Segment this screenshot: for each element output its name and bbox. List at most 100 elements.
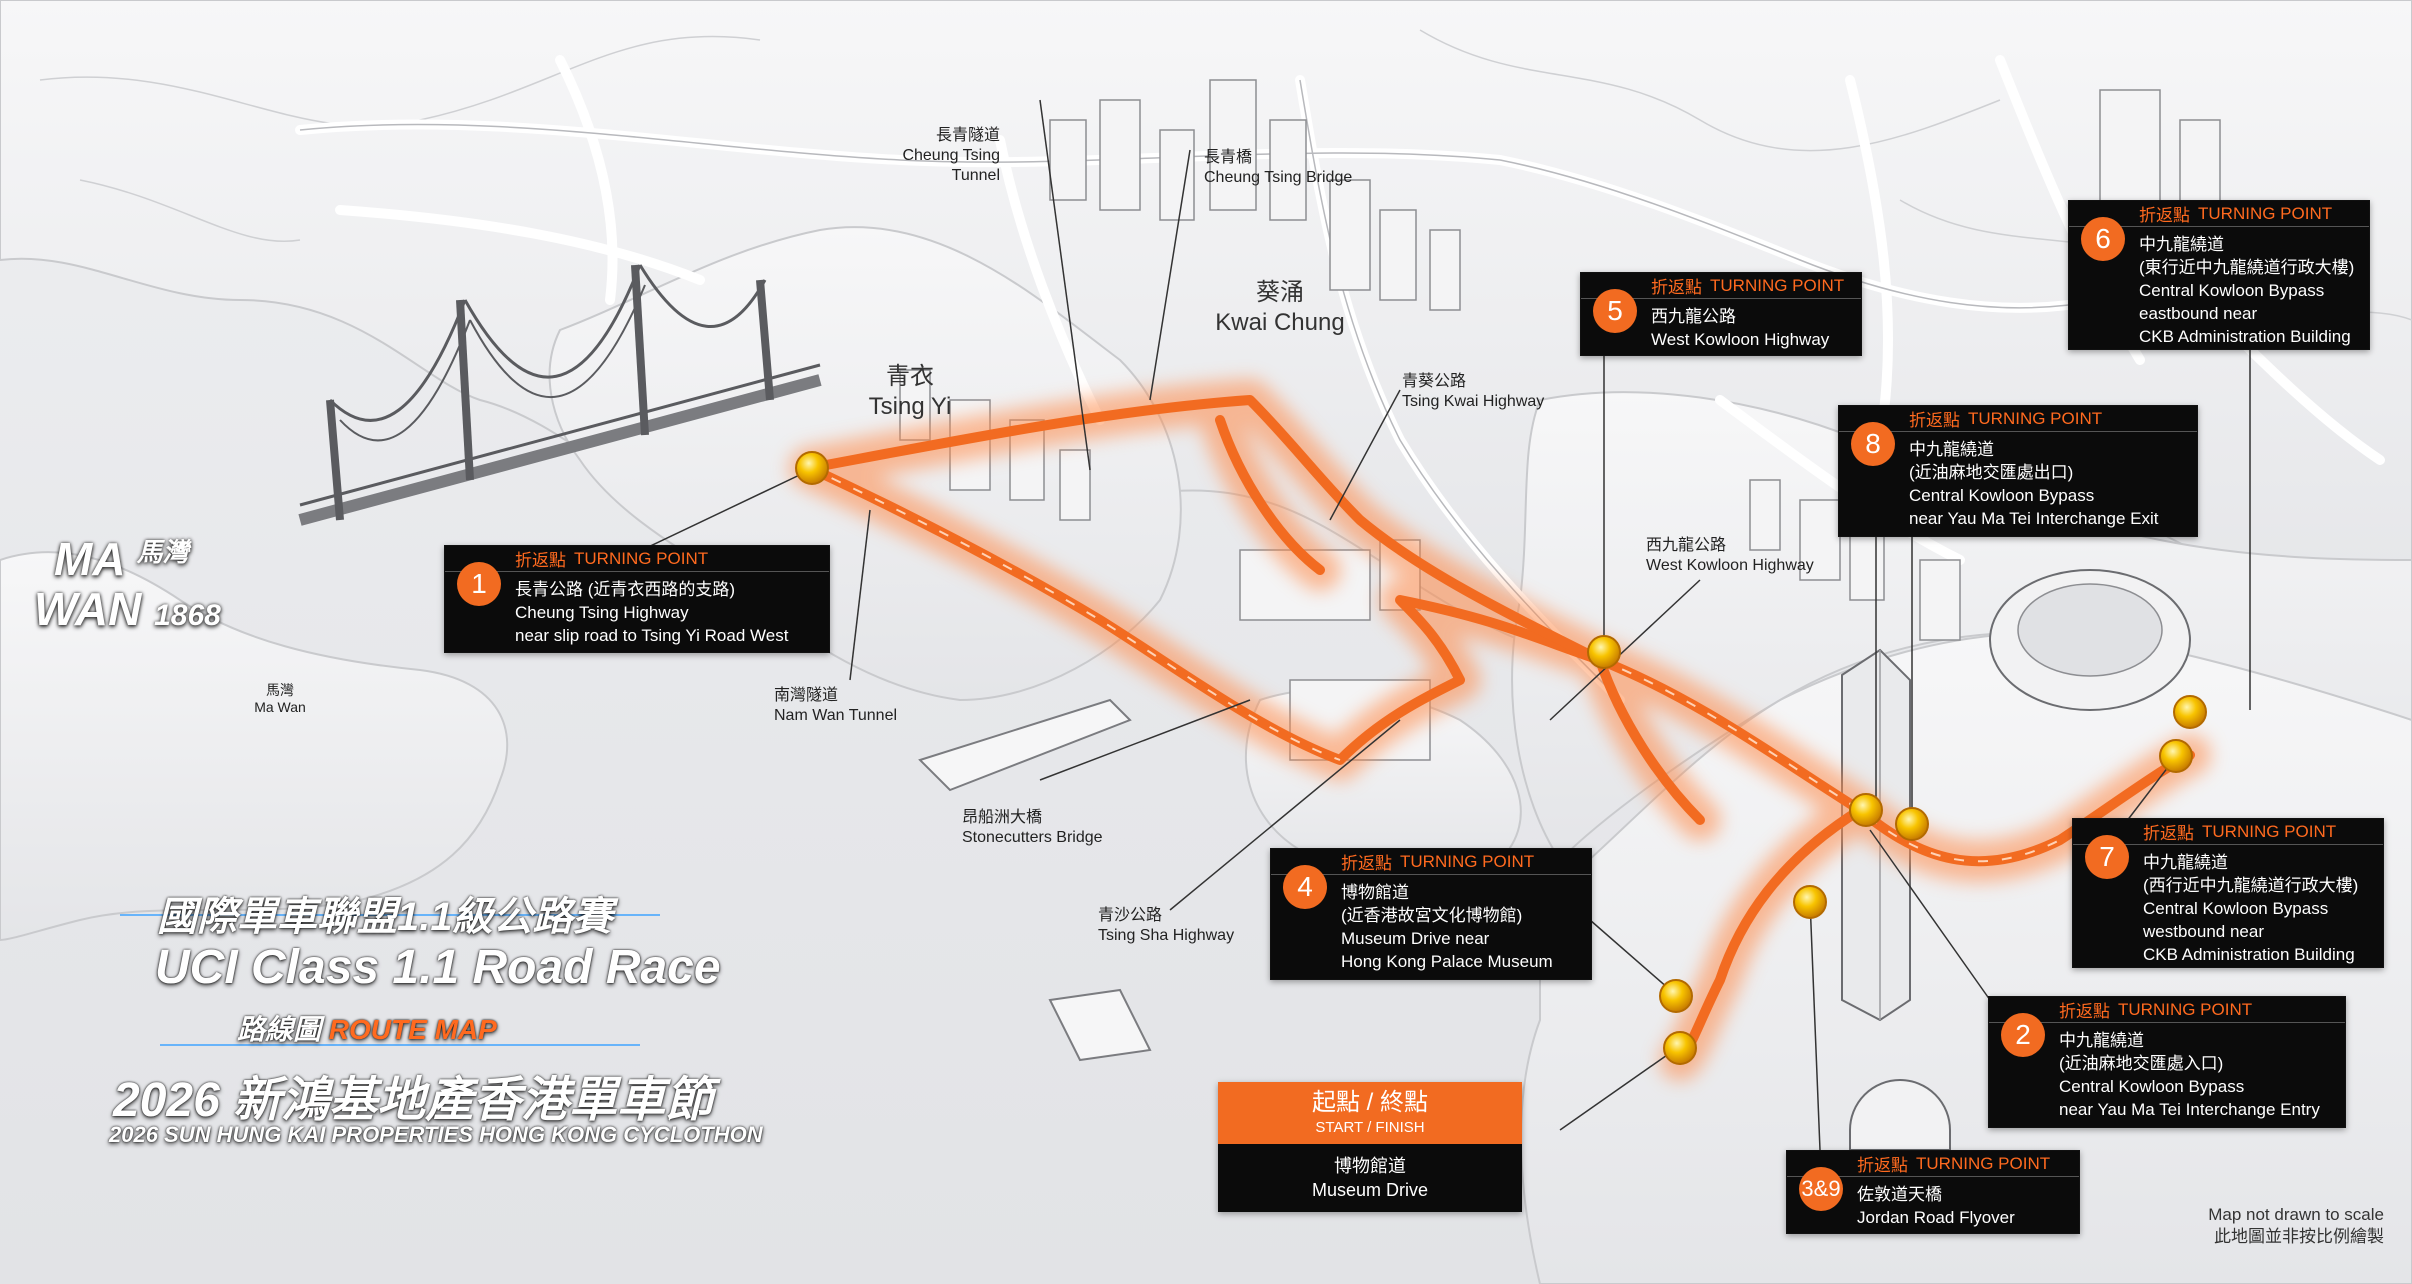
tp7-number: 7 (2085, 835, 2129, 879)
label-nam-wan-tunnel-en: Nam Wan Tunnel (774, 707, 898, 724)
marker-start (1663, 1031, 1697, 1065)
marker-tp8 (1895, 807, 1929, 841)
district-kwai-chung-en: Kwai Chung (1215, 309, 1345, 336)
logo-1868: 1868 (154, 599, 221, 632)
tp5-number: 5 (1593, 289, 1637, 333)
tp6-line: (東行近中九龍繞道行政大樓) (2139, 258, 2355, 277)
turning-point-5-box: 5 折返點 TURNING POINT 西九龍公路 West Kowloon Hi… (1580, 272, 1862, 356)
turning-point-4-box: 4 折返點 TURNING POINT 博物館道 (近香港故宮文化博物館) Mus… (1270, 848, 1592, 980)
route-centerline (809, 467, 2061, 863)
tp7-label-en: TURNING POINT (2202, 821, 2337, 841)
logo-line2: WAN 1868 (34, 582, 221, 636)
tp3-9-label-en: TURNING POINT (1916, 1153, 2051, 1173)
title-decor (120, 914, 660, 1046)
tp7-header: 折返點 TURNING POINT (2073, 819, 2383, 845)
tp6-line: CKB Administration Building (2139, 327, 2351, 346)
tp6-number: 6 (2081, 217, 2125, 261)
tp7-line: (西行近中九龍繞道行政大樓) (2143, 876, 2359, 895)
tp3-9-line: Jordan Road Flyover (1857, 1208, 2015, 1227)
tp6-line: eastbound near (2139, 304, 2258, 323)
tp5-label-en: TURNING POINT (1710, 275, 1845, 295)
tp2-line: near Yau Ma Tei Interchange Entry (2059, 1100, 2320, 1119)
tp5-body: 西九龍公路 West Kowloon Highway (1581, 299, 1861, 357)
label-cheung-tsing-tunnel-zh: 長青隧道 (935, 127, 1000, 144)
label-cheung-tsing-bridge-zh: 長青橋 (1204, 149, 1253, 166)
tp3-9-line: 佐敦道天橋 (1857, 1185, 1942, 1204)
tp2-line: Central Kowloon Bypass (2059, 1077, 2245, 1096)
tp1-label-en: TURNING POINT (574, 548, 709, 568)
land-ma-wan (0, 551, 509, 942)
start-finish-en: START / FINISH (1315, 1119, 1425, 1136)
scale-footnote: Map not drawn to scale 此地圖並非按比例繪製 (2208, 1204, 2384, 1248)
marker-tp1 (795, 451, 829, 485)
label-cheung-tsing-tunnel-en: Cheung Tsing Tunnel (902, 147, 1000, 184)
tp6-body: 中九龍繞道 (東行近中九龍繞道行政大樓) Central Kowloon Byp… (2069, 227, 2369, 354)
tp4-line: Hong Kong Palace Museum (1341, 952, 1553, 971)
tp8-line: near Yau Ma Tei Interchange Exit (1909, 509, 2159, 528)
logo-line1: MA 馬灣 (54, 532, 189, 586)
tp7-line: westbound near (2143, 922, 2264, 941)
tp7-line: 中九龍繞道 (2143, 853, 2228, 872)
tp4-line: (近香港故宮文化博物館) (1341, 906, 1523, 925)
label-stonecutters-bridge: 昂船洲大橋 Stonecutters Bridge (962, 808, 1103, 848)
tp3-9-number: 3&9 (1799, 1167, 1843, 1211)
tp8-number: 8 (1851, 422, 1895, 466)
tp1-line: Cheung Tsing Highway (515, 603, 689, 622)
tp4-line: 博物館道 (1341, 883, 1409, 902)
marker-tp4 (1659, 979, 1693, 1013)
logo-ma-wan-zh: 馬灣 (136, 537, 189, 567)
title-cyclothon-zh: 2026 新鴻基地產香港單車節 (113, 1074, 714, 1127)
district-kwai-chung: 葵涌 Kwai Chung (1200, 278, 1360, 338)
start-finish-zh: 起點 / 終點 (1311, 1089, 1428, 1116)
title-route-map-zh: 路線圖 (237, 1014, 322, 1045)
tp2-label-zh: 折返點 (2059, 1002, 2110, 1021)
tp6-line: 中九龍繞道 (2139, 235, 2224, 254)
tp5-line: West Kowloon Highway (1651, 330, 1830, 349)
turning-point-markers (795, 451, 2207, 1065)
tp1-body: 長青公路 (近青衣西路的支路) Cheung Tsing Highway nea… (445, 572, 829, 653)
tp4-number: 4 (1283, 865, 1327, 909)
dome-building (1849, 1079, 1951, 1151)
ma-wan-1868-logo: MA 馬灣 WAN 1868 (14, 532, 254, 636)
tp7-label-zh: 折返點 (2143, 824, 2194, 843)
tp5-line: 西九龍公路 (1651, 307, 1736, 326)
tp8-label-zh: 折返點 (1909, 411, 1960, 430)
tp5-label-zh: 折返點 (1651, 278, 1702, 297)
tp1-line: near slip road to Tsing Yi Road West (515, 626, 789, 645)
tp4-line: Museum Drive near (1341, 929, 1490, 948)
tp8-line: (近油麻地交匯處出口) (1909, 463, 2074, 482)
label-tsing-sha-highway-zh: 青沙公路 (1098, 907, 1163, 924)
tp6-line: Central Kowloon Bypass (2139, 281, 2325, 300)
label-tsing-kwai-highway-en: Tsing Kwai Highway (1402, 393, 1545, 410)
tp2-header: 折返點 TURNING POINT (1989, 997, 2345, 1023)
district-ma-wan: 馬灣 Ma Wan (230, 682, 330, 716)
footnote-zh: 此地圖並非按比例繪製 (2214, 1227, 2384, 1246)
marker-tp3-9 (1793, 885, 1827, 919)
marker-tp7 (2159, 739, 2193, 773)
title-uci-en: UCI Class 1.1 Road Race (155, 941, 721, 994)
tp1-line: 長青公路 (近青衣西路的支路) (515, 580, 736, 599)
tp2-label-en: TURNING POINT (2118, 999, 2253, 1019)
tp8-line: 中九龍繞道 (1909, 440, 1994, 459)
tp7-body: 中九龍繞道 (西行近中九龍繞道行政大樓) Central Kowloon Byp… (2073, 845, 2383, 972)
logo-wan: WAN (34, 583, 142, 635)
tp4-label-zh: 折返點 (1341, 854, 1392, 873)
ships (918, 698, 1152, 1062)
stadium (1989, 569, 2191, 711)
tp6-label-en: TURNING POINT (2198, 203, 2333, 223)
label-tsing-sha-highway: 青沙公路 Tsing Sha Highway (1098, 906, 1234, 946)
tp4-label-en: TURNING POINT (1400, 851, 1535, 871)
label-west-kowloon-highway-zh: 西九龍公路 (1646, 537, 1727, 554)
label-west-kowloon-highway: 西九龍公路 West Kowloon Highway (1646, 536, 1814, 576)
logo-ma: MA (54, 533, 124, 585)
start-finish-body: 博物館道 Museum Drive (1218, 1144, 1522, 1202)
